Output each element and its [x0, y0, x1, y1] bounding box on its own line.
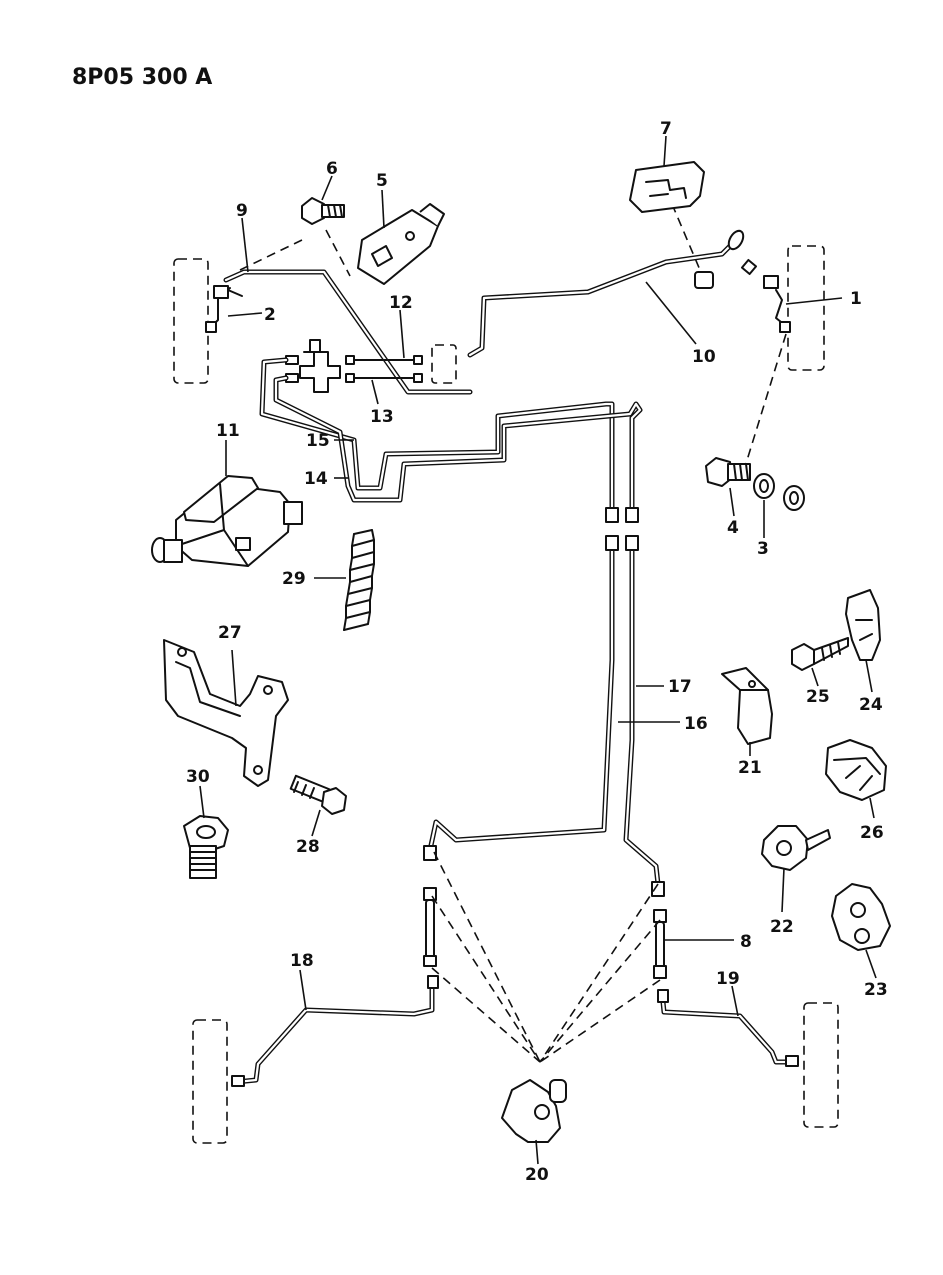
callout-9: 9: [236, 201, 248, 221]
callout-2: 2: [264, 305, 276, 325]
clip-7-mount: [694, 271, 714, 289]
clip-24: [845, 589, 881, 661]
brake-line-9: [223, 269, 473, 395]
callout-5: 5: [376, 171, 388, 191]
callout-27: 27: [218, 623, 242, 643]
callout-4: 4: [727, 518, 739, 538]
callout-10: 10: [692, 347, 716, 367]
brake-line-15: [259, 357, 615, 513]
callout-26: 26: [860, 823, 884, 843]
brake-hose-rear-left: [423, 887, 437, 967]
callout-19: 19: [716, 969, 740, 989]
clip-26: [825, 739, 887, 801]
bolt-28: [289, 774, 347, 815]
upper-line-end-fittings: [605, 507, 639, 523]
callout-23: 23: [864, 980, 888, 1000]
banjo-bolt-4: [705, 457, 751, 487]
callout-25: 25: [806, 687, 830, 707]
bracket-plate-5: [357, 203, 445, 285]
callout-18: 18: [290, 951, 314, 971]
link-line-12: [345, 355, 423, 365]
tee-fitting: [285, 339, 341, 393]
brake-line-19: [657, 989, 799, 1067]
wheel-rear-right: [803, 1002, 839, 1128]
callout-20: 20: [525, 1165, 549, 1185]
drawing-code: 8P05 300 A: [72, 65, 212, 90]
bolt-6: [301, 197, 345, 225]
callout-22: 22: [770, 917, 794, 937]
callout-17: 17: [668, 677, 692, 697]
callout-28: 28: [296, 837, 320, 857]
callout-13: 13: [370, 407, 394, 427]
screw-25: [791, 637, 849, 671]
wheel-front-right: [787, 245, 825, 371]
callout-1: 1: [850, 289, 862, 309]
link-line-13: [345, 373, 423, 383]
callout-3: 3: [757, 539, 769, 559]
junction-block: [431, 344, 457, 384]
spring-29: [343, 529, 375, 631]
brake-line-18: [231, 975, 439, 1087]
fitting-30: [183, 815, 229, 879]
callout-21: 21: [738, 758, 762, 778]
clip-plate-7: [629, 161, 705, 213]
brake-line-17: [623, 535, 665, 897]
brake-hose-2: [205, 285, 243, 333]
bracket-21: [721, 667, 773, 745]
brake-line-10: [467, 229, 758, 358]
brake-hose-8: [653, 909, 667, 979]
clip-23: [831, 883, 891, 951]
callout-11: 11: [216, 421, 240, 441]
brake-hose-1: [763, 275, 791, 333]
callout-15: 15: [306, 431, 330, 451]
callout-12: 12: [389, 293, 413, 313]
callout-29: 29: [282, 569, 306, 589]
callout-14: 14: [304, 469, 328, 489]
callout-30: 30: [186, 767, 210, 787]
clip-20: [501, 1079, 567, 1143]
brake-line-16: [423, 535, 619, 861]
leader-lines: [199, 135, 877, 1165]
proportioning-valve-11: [151, 475, 303, 567]
callout-numbers: 1 2 3 4 5 6 7 8 9 10 11 12 13 14 15 16 1…: [186, 119, 888, 1185]
clip-22: [761, 825, 831, 871]
callout-6: 6: [326, 159, 338, 179]
assembly-dashed-lines: [239, 203, 787, 1063]
callout-16: 16: [684, 714, 708, 734]
callout-24: 24: [859, 695, 883, 715]
mounting-bracket-27: [163, 639, 289, 787]
brake-line-14: [273, 375, 643, 513]
wheel-front-left: [173, 258, 209, 384]
washer-3: [753, 473, 805, 511]
wheel-rear-left: [192, 1019, 228, 1144]
callout-8: 8: [740, 932, 752, 952]
callout-7: 7: [660, 119, 672, 139]
